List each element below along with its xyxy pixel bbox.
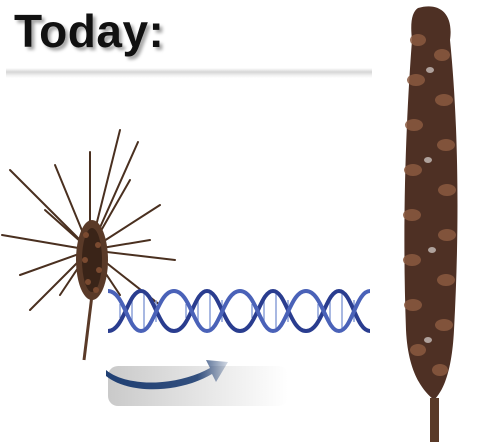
- wheat-ear-icon: [388, 0, 481, 442]
- slide-title: Today:: [14, 6, 164, 57]
- title-divider: [6, 68, 372, 78]
- dna-double-helix-icon: [108, 286, 370, 336]
- curved-arrow-icon: [98, 340, 298, 410]
